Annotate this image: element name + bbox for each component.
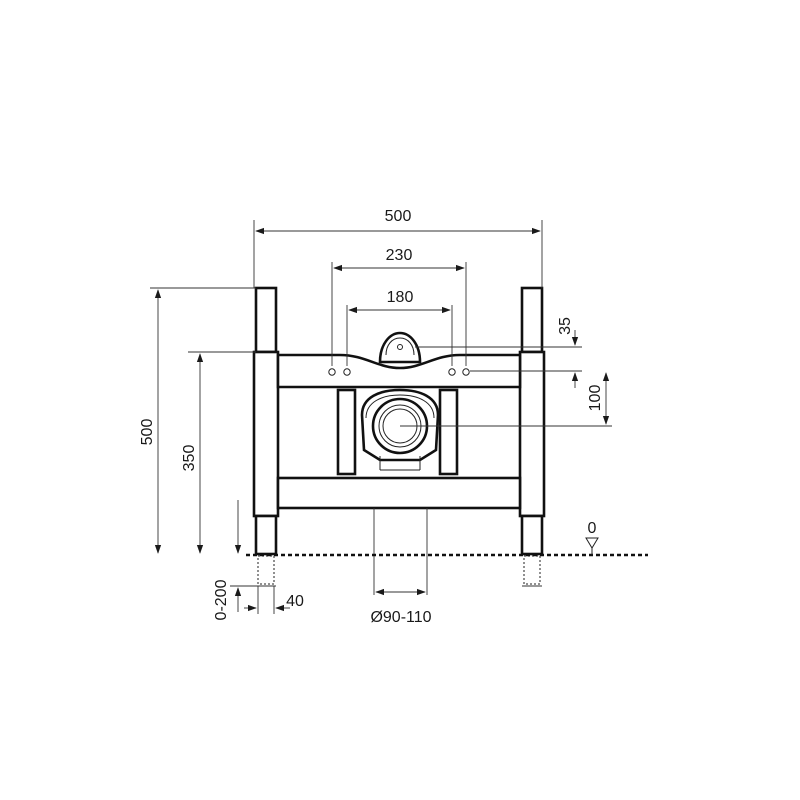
dim-leg-adjust	[230, 500, 258, 612]
dim-top-offset	[415, 330, 582, 388]
bottom-crossbar	[276, 476, 522, 510]
drain-pipe	[373, 508, 428, 595]
frame	[252, 286, 546, 595]
dim-outlet-offset-label: 100	[587, 385, 604, 412]
dim-overall-width	[253, 220, 543, 288]
top-pipe	[378, 331, 422, 364]
dim-overall-height-label: 500	[139, 419, 156, 446]
floor-level-label: 0	[588, 520, 597, 537]
dim-overall-height	[150, 287, 256, 554]
dim-bolt-spacing-label: 180	[387, 289, 414, 306]
dim-flange-spacing-label: 230	[386, 247, 413, 264]
bolt-hole	[328, 368, 336, 376]
dim-flange-spacing	[331, 262, 467, 366]
floor-level-marker	[585, 537, 599, 555]
left-upright-foot	[254, 514, 278, 556]
bolt-hole	[448, 368, 456, 376]
dim-bolt-spacing	[346, 305, 453, 366]
dim-top-offset-label: 35	[557, 317, 574, 335]
bolt-hole	[343, 368, 351, 376]
dim-leg-width-label: 40	[286, 593, 304, 610]
leg-extensions	[256, 555, 542, 587]
top-crossbar	[276, 353, 522, 389]
dim-pipe-diameter-label: Ø90-110	[370, 609, 431, 626]
dim-outlet-offset	[400, 372, 612, 427]
right-upright	[518, 350, 546, 518]
right-upright-top	[520, 286, 544, 354]
left-upright	[252, 350, 280, 518]
outlet-pipe	[360, 388, 440, 471]
dim-support-height	[188, 351, 256, 554]
inner-support-right	[438, 388, 459, 476]
bolt-hole	[462, 368, 470, 376]
inner-support-left	[336, 388, 357, 476]
left-upright-top	[254, 286, 278, 354]
dim-support-height-label: 350	[181, 445, 198, 472]
dim-leg-width	[244, 586, 290, 614]
dim-overall-width-label: 500	[385, 208, 412, 225]
right-upright-foot	[520, 514, 544, 556]
dim-leg-adjust-label: 0-200	[213, 579, 230, 620]
